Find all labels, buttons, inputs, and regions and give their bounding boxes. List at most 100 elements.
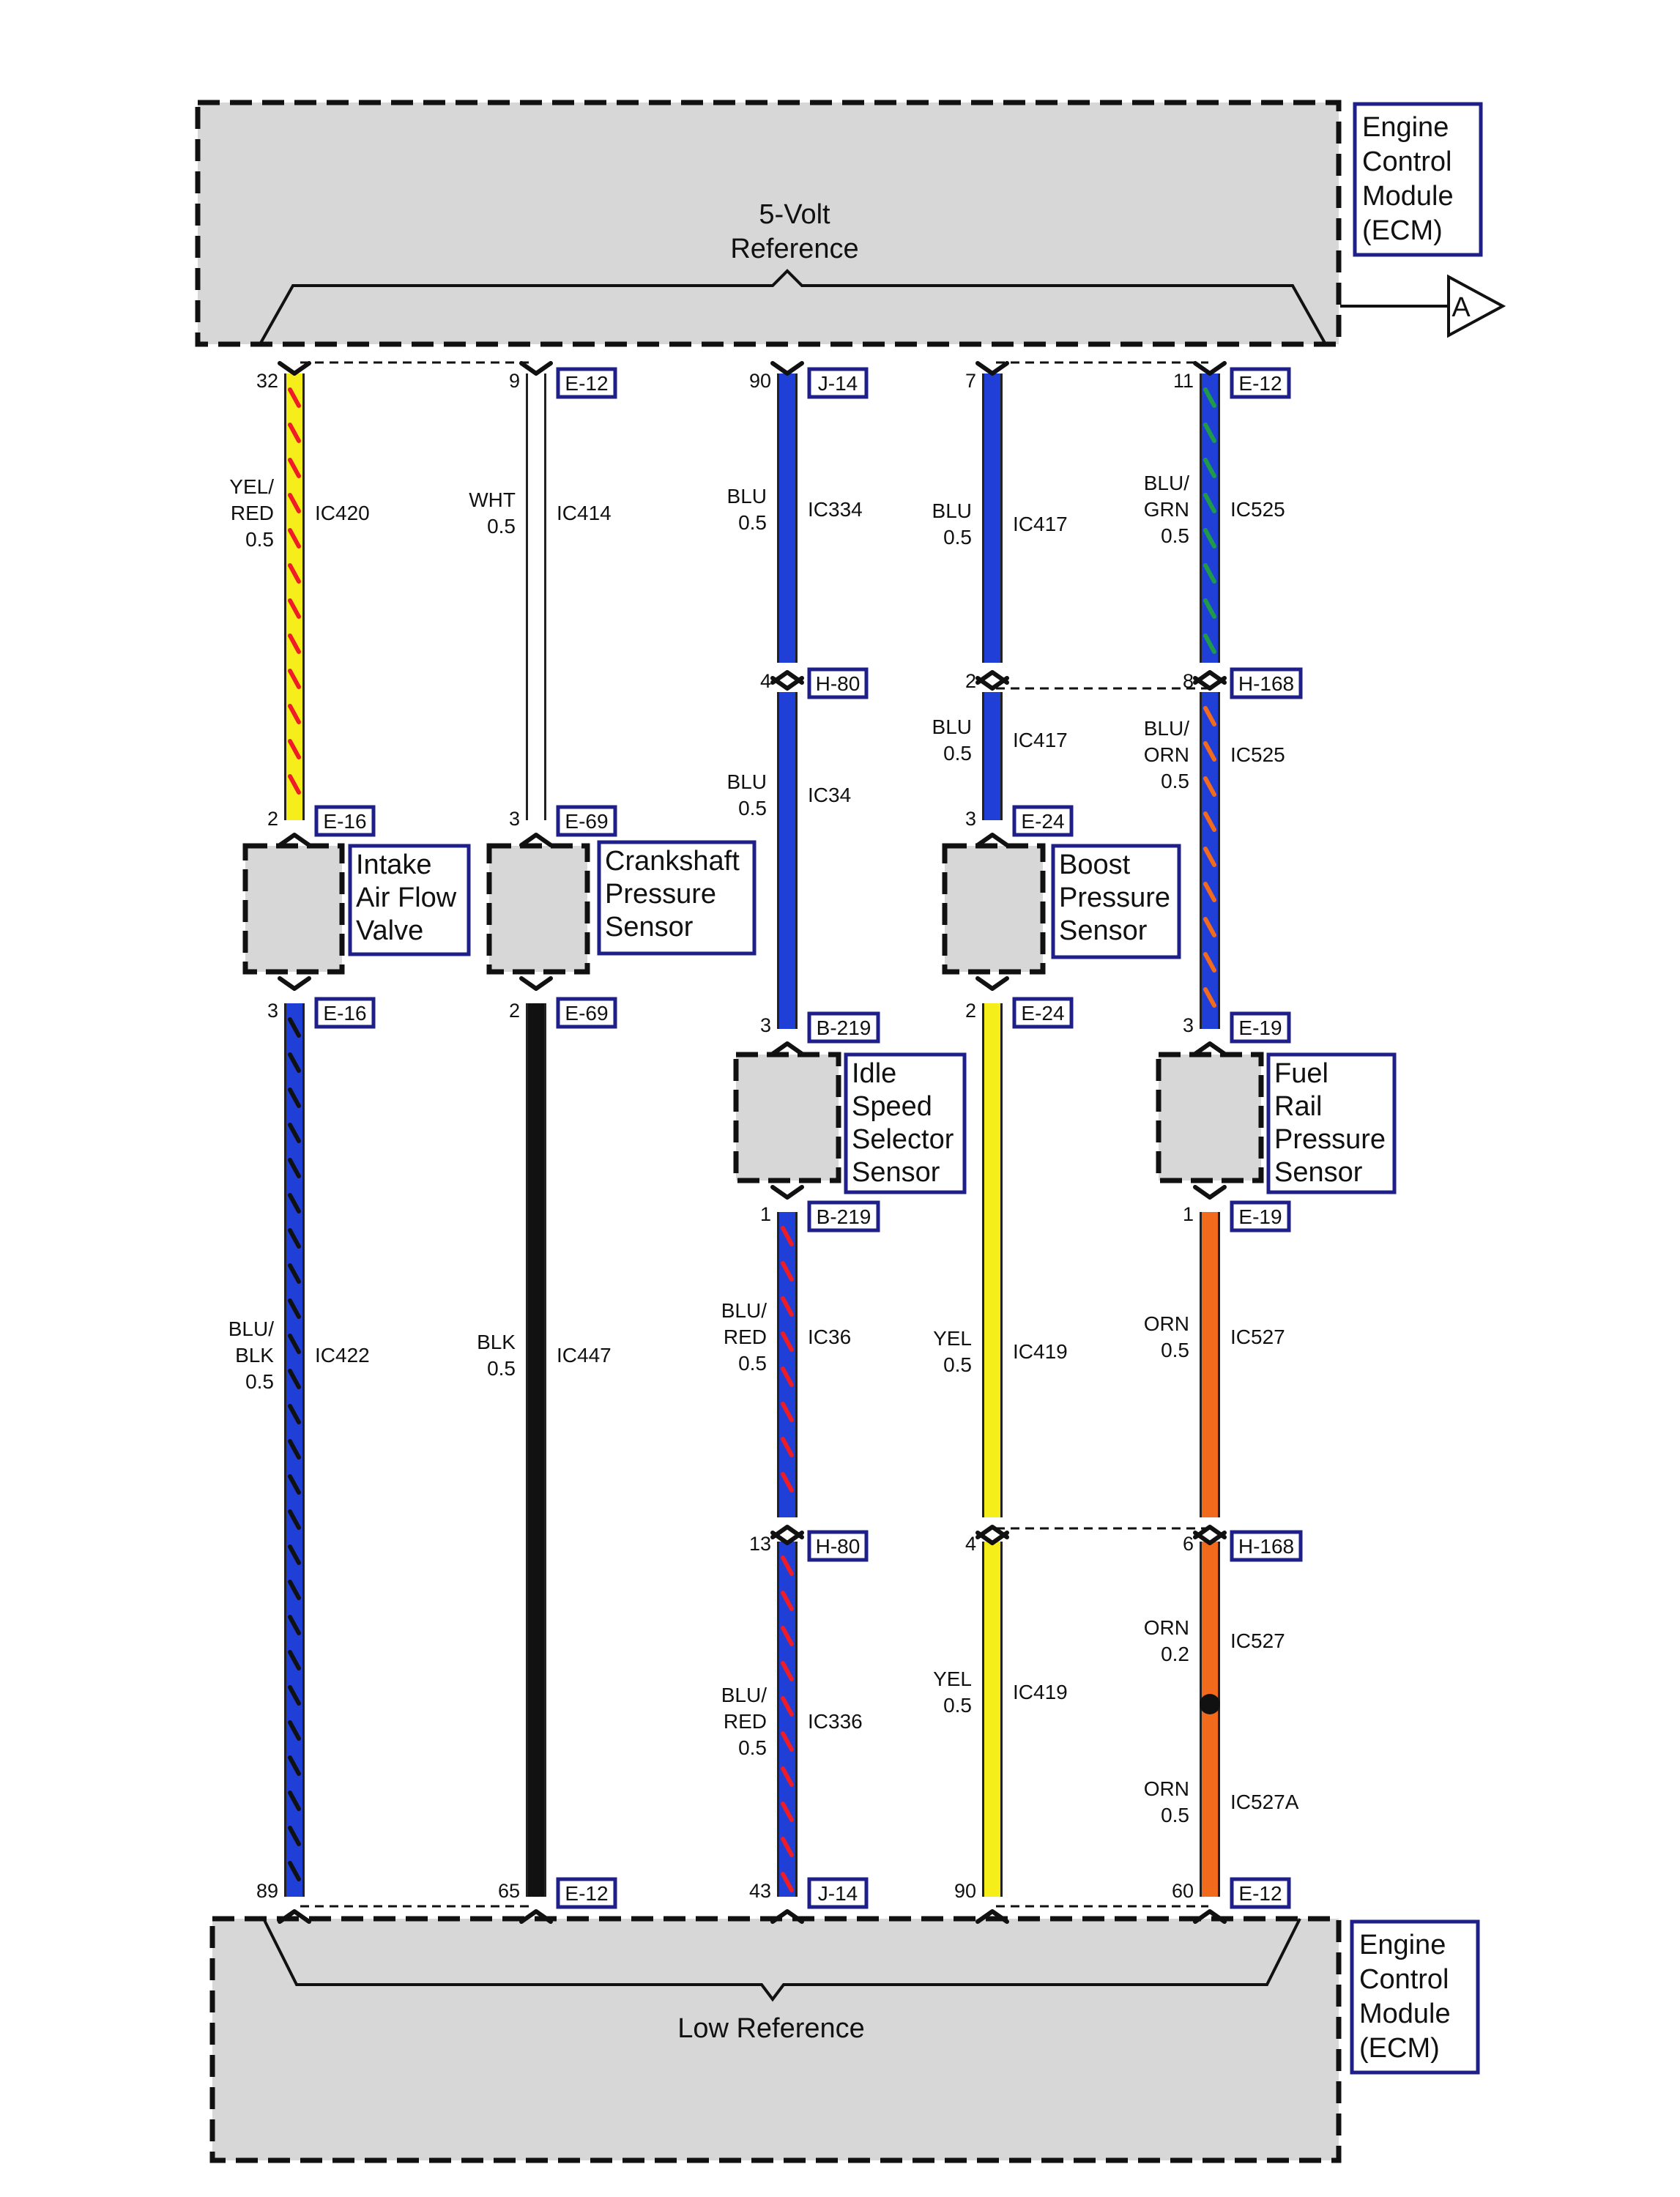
wire-ic420-stripe [288, 633, 301, 654]
wire-ic525-lower-stripe [1203, 847, 1216, 867]
wire-circuit-label: IC527 [1230, 1629, 1285, 1652]
wire-color-label: ORN [1144, 1777, 1189, 1800]
wires-layer [284, 373, 1220, 1897]
wire-circuit-label: IC525 [1230, 743, 1285, 766]
wire-ic420-stripe [288, 669, 301, 689]
terminal-chevron [278, 1909, 311, 1924]
wire-ic36-stripe [781, 1331, 794, 1352]
wire-color-label: 0.5 [487, 1357, 516, 1380]
shared-connector-lines [300, 361, 1208, 1908]
pin-number: 3 [965, 808, 976, 830]
wire-ic422-stripe [288, 1334, 301, 1354]
connector-tag: H-168 [1238, 672, 1294, 695]
ecm-top-title: Engine [1362, 112, 1449, 143]
wire-color-label: BLU [727, 770, 767, 793]
wire-color-label: 0.5 [738, 797, 767, 819]
pin-number: 4 [965, 1533, 976, 1555]
ecm-bottom-title-box [1350, 1919, 1480, 2075]
pin-number: 60 [1172, 1880, 1194, 1902]
pin-number: 4 [760, 670, 771, 692]
wire-color-label: 0.2 [1161, 1643, 1189, 1665]
wire-circuit-label: IC334 [808, 498, 863, 521]
wire-color-label: RED [724, 1710, 767, 1733]
connector-tag: J-14 [818, 372, 858, 395]
connector-tag-box [807, 1530, 869, 1562]
connector-tag: H-80 [816, 672, 861, 695]
connector-tag: E-19 [1238, 1205, 1282, 1228]
pin-number: 3 [1183, 1014, 1194, 1036]
connector-tag: E-16 [323, 1002, 366, 1025]
pin-number: 3 [509, 808, 520, 830]
terminal-chevron [519, 361, 553, 376]
wire-color-label: BLU/ [721, 1299, 767, 1322]
wire-ic422-stripe [288, 1369, 301, 1389]
component-name-intake: Valve [356, 915, 423, 946]
wire-circuit-label: IC34 [808, 784, 851, 806]
wire-circuit-label: IC422 [315, 1344, 370, 1367]
component-name-intake: Intake [356, 850, 432, 880]
component-name-fuel: Pressure [1274, 1124, 1386, 1155]
terminal-chevron [975, 676, 1009, 691]
wire-color-label: BLU [932, 499, 972, 522]
ecm-bottom-title: (ECM) [1359, 2033, 1440, 2064]
component-name-fuel: Sensor [1274, 1157, 1363, 1188]
connector-tag-box [1230, 1530, 1303, 1562]
connector-tag: E-12 [565, 372, 608, 395]
wire-ic525-upper-stripe [1203, 423, 1216, 443]
component-name-boost: Pressure [1059, 882, 1170, 913]
ecm-top-title: Module [1362, 181, 1454, 212]
pin-number: 90 [749, 370, 771, 392]
wire-ic525-lower-stripe [1203, 811, 1216, 832]
wire-ic525-lower-stripe [1203, 952, 1216, 973]
pin-number: 90 [954, 1880, 976, 1902]
terminal-chevron [278, 976, 311, 991]
wire-color-label: 0.5 [1161, 524, 1189, 547]
wire-ic422-stripe [288, 1861, 301, 1881]
wire-ic36-stripe [781, 1296, 794, 1317]
component-label-box [844, 1052, 967, 1194]
connector-tag: E-69 [565, 810, 608, 833]
ecm-top-reference-bus [259, 269, 1327, 345]
pin-number: 11 [1173, 370, 1194, 392]
wire-ic422-stripe [288, 1193, 301, 1213]
wire-ic422-stripe [288, 1052, 301, 1073]
wire-color-label: 0.5 [943, 1694, 972, 1717]
ecm-top-title: Control [1362, 146, 1452, 177]
component-name-idle: Speed [852, 1091, 932, 1122]
component-name-fuel: Fuel [1274, 1058, 1328, 1089]
wire-circuit-label: IC419 [1013, 1681, 1068, 1703]
wire-color-label: 0.5 [245, 528, 274, 551]
pin-number: 65 [498, 1880, 520, 1902]
splice-dot [1200, 1694, 1220, 1714]
terminal-chevron [519, 976, 553, 991]
connector-tag: E-24 [1021, 1002, 1064, 1025]
wire-color-label: YEL/ [229, 475, 274, 498]
wire-ic422-stripe [288, 1263, 301, 1284]
wire-ic422-stripe [288, 1826, 301, 1846]
wire-circuit-label: IC419 [1013, 1340, 1068, 1363]
wire-ic336-stripe [781, 1766, 794, 1787]
connector-tag-box [807, 367, 869, 399]
wire-color-label: 0.5 [738, 1352, 767, 1375]
connector-tag-box [1230, 1877, 1291, 1909]
wire-color-label: BLU [932, 715, 972, 738]
wire-circuit-label: IC414 [557, 502, 612, 524]
connector-tag-box [1230, 667, 1303, 699]
wire-ic422-stripe [288, 1298, 301, 1319]
connector-tag-box [1230, 1011, 1291, 1044]
wire-ic420-stripe [288, 458, 301, 478]
component-box-idle [733, 1052, 841, 1183]
ecm-bottom-module [209, 1916, 1342, 2163]
pin-number: 2 [509, 1000, 520, 1022]
connector-tag-box [556, 1877, 617, 1909]
wire-ic336-stripe [781, 1802, 794, 1822]
wire-ic36-stripe [781, 1226, 794, 1246]
wire-ic525-upper-stripe [1203, 387, 1216, 408]
wire-ic36-stripe [781, 1367, 794, 1387]
wire-ic36-stripe [781, 1437, 794, 1457]
connector-tag-box [807, 1200, 880, 1233]
wire-color-label: YEL [933, 1668, 972, 1690]
wire-ic336-stripe [781, 1661, 794, 1681]
connector-tag-box [1012, 997, 1074, 1029]
pin-number: 6 [1183, 1533, 1194, 1555]
